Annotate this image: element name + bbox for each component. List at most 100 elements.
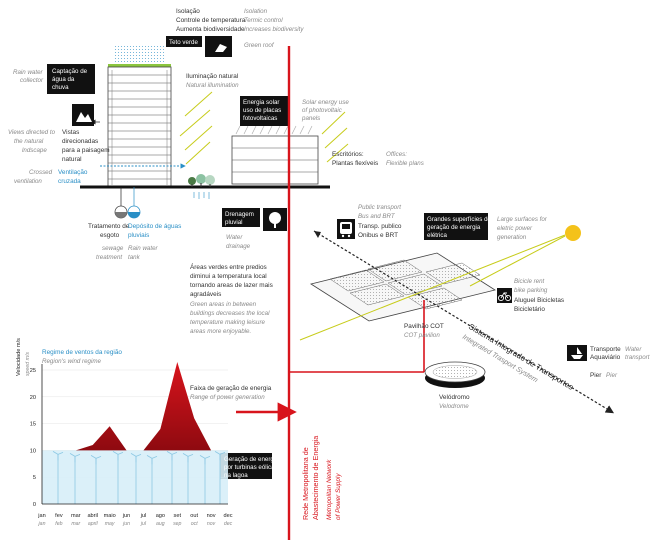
office-building — [90, 44, 186, 188]
offices-label-en-1: Offices: — [386, 151, 407, 158]
roof-benefit-1: Isolação — [176, 8, 200, 15]
public-transport-1: Transp. publico — [358, 223, 402, 230]
x-tick-label: jun — [122, 513, 130, 519]
x-tick-label-en: nov — [207, 521, 216, 527]
power-network-lines — [236, 46, 425, 540]
bicycle-icon — [497, 292, 512, 302]
wind-axis-label: Velocidade m/s — [16, 338, 22, 376]
pier-label: Pier — [590, 372, 602, 379]
views-label-en-3: lndscape — [22, 147, 47, 154]
bird-icon — [215, 44, 227, 52]
large-surfaces-2: geração de energia — [427, 224, 481, 231]
turbine-blades — [52, 451, 64, 461]
green-roof — [108, 64, 171, 67]
turbine-blades — [112, 451, 124, 461]
wind-turbines — [52, 451, 226, 504]
public-transport-2: Onibus e BRT — [358, 232, 398, 239]
pavilion-label: Pavilhão COT — [404, 323, 444, 330]
drainage-label-en-2: drainage — [226, 243, 251, 250]
bike-en-2: bike parking — [514, 287, 548, 294]
turbine-blades — [90, 455, 102, 465]
x-tick-label-en: jul — [140, 521, 147, 527]
lighting-label-en: Natural illumination — [186, 82, 239, 89]
views-label-en-1: Views directed to — [8, 129, 56, 136]
public-transport-en-2: Bus and BRT — [358, 213, 396, 220]
rain-label-en-2: collector — [20, 77, 44, 84]
y-tick-label: 20 — [30, 395, 36, 401]
turbine-blades — [182, 453, 194, 463]
large-surfaces-en-1: Large surfaces for — [497, 216, 548, 223]
offices-label-2: Plantas flexíveis — [332, 160, 378, 167]
rain-label-2: água da — [52, 76, 75, 83]
y-tick-label: 15 — [30, 422, 36, 428]
x-tick-label-en: sep — [173, 521, 181, 527]
velodrome-label: Velódromo — [439, 394, 470, 401]
pier-label-en: Pier — [606, 372, 618, 379]
roof-benefit-3: Aumenta biodiversidade — [176, 26, 245, 33]
office-block — [231, 125, 319, 185]
water-transport-1: Transporte — [590, 346, 621, 353]
velodrome — [424, 361, 486, 388]
views-label-3: para a paisagem — [62, 147, 110, 154]
roof-benefit-2: Controle de temperatura — [176, 17, 246, 24]
solar-label-en-3: panels — [301, 115, 320, 122]
y-tick-label: 10 — [30, 448, 36, 454]
large-surfaces-1: Grandes superfícies de — [427, 216, 492, 223]
x-tick-label-en: oct — [191, 521, 198, 527]
views-label-1: Vistas — [62, 129, 79, 136]
y-tick-label: 0 — [33, 502, 36, 508]
green-areas-en-2: buildings decreases the local — [190, 310, 270, 317]
solar-label-1: Energia solar — [243, 99, 279, 106]
x-tick-label-en: mar — [71, 521, 80, 527]
tank-label-2: pluviais — [128, 232, 149, 239]
x-tick-label: maio — [104, 513, 116, 519]
tank-label-1: Depósito de águas — [128, 223, 181, 230]
y-tick-label: 5 — [33, 475, 36, 481]
rain-label-en-1: Rain water — [13, 69, 44, 76]
offices-label-en-2: Flexible plans — [386, 160, 424, 167]
x-tick-label-en: feb — [55, 521, 62, 527]
roof-benefit-en-2: Termic control — [244, 17, 283, 24]
power-generation-range — [42, 361, 228, 451]
x-tick-label: fev — [55, 513, 63, 519]
large-surfaces-en-2: eletric power — [497, 225, 533, 232]
water-transport-en-2: transport — [625, 354, 650, 361]
sun-icon — [565, 225, 581, 241]
solar-label-3: fotovoltaicas — [243, 115, 277, 122]
power-network-label-2: Abastecimento de Energia — [311, 436, 320, 520]
roof-benefit-en-1: Isolation — [244, 8, 268, 15]
power-network-label-1: Rede Metropolitana de — [301, 447, 310, 520]
bike-en-1: Bicicle rent — [514, 278, 545, 285]
solar-label-en-1: Solar energy use — [302, 99, 349, 106]
wind-axis-label-en: speed m/s — [25, 352, 31, 376]
large-surfaces-en-3: generation — [497, 234, 527, 241]
transport-axis-start — [314, 231, 321, 238]
green-areas-en-4: areas more enjoyable. — [190, 328, 251, 335]
bus-icon — [340, 222, 352, 238]
wind-title-en: Region's wind regime — [42, 358, 102, 365]
sewage-label-1: Tratamento de — [88, 223, 130, 230]
range-label: Faixa de geração de energia — [190, 385, 272, 392]
rain-label-3: chuva — [52, 84, 69, 91]
views-label-2: direcionadas — [62, 138, 98, 145]
building-facade — [107, 66, 172, 188]
x-tick-label-en: dec — [224, 521, 233, 527]
water-transport-2: Aquaviário — [590, 354, 621, 361]
sewage-label-2: esgoto — [100, 232, 120, 239]
ventilation-label-en-1: Crossed — [29, 169, 53, 176]
y-tick-label: 25 — [30, 368, 36, 374]
turbine-label-1: Geração de energia — [224, 456, 279, 463]
turbine-blades — [166, 451, 178, 461]
tree-icon — [269, 212, 281, 228]
bike-2: Bicicletário — [514, 306, 545, 313]
rainwater-tank — [127, 187, 141, 219]
tank-label-en-2: tank — [128, 254, 141, 261]
roof-benefit-en-3: Increases biodiversity — [244, 26, 304, 33]
tank-label-en-1: Rain water — [128, 245, 159, 252]
chart-ticks: 0 5 10 15 20 25 — [30, 368, 36, 508]
turbine-label-2: por turbinas eólicas — [224, 464, 278, 471]
views-label-4: natural — [62, 156, 82, 163]
x-tick-label: dec — [223, 513, 232, 519]
solar-panel-field — [309, 252, 497, 322]
